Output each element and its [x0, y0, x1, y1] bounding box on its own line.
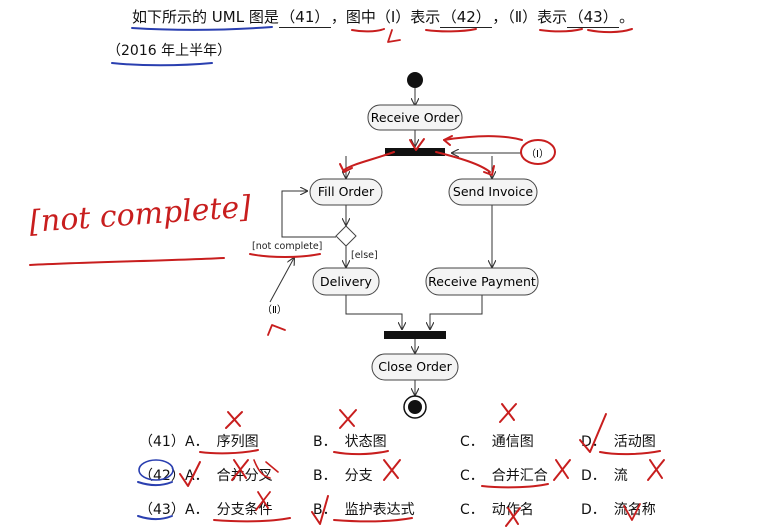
- node-fill-order-label: Fill Order: [318, 184, 375, 199]
- option-41-d[interactable]: D．活动图: [581, 434, 656, 450]
- decision-node: [335, 225, 357, 247]
- question-prefix: 如下所示的 UML 图是: [132, 8, 279, 26]
- option-43-c[interactable]: C．动作名: [460, 502, 534, 518]
- option-42-c[interactable]: C．合并汇合: [460, 468, 548, 484]
- option-number: （42）: [139, 468, 185, 484]
- node-receive-order-label: Receive Order: [371, 110, 460, 125]
- option-43-a[interactable]: A．分支条件: [185, 502, 273, 518]
- node-receive-payment: [425, 267, 539, 296]
- fork-bar: [385, 148, 445, 156]
- blank-41: （41）: [278, 8, 331, 28]
- question-end: 。: [619, 8, 635, 26]
- node-send-invoice-label: Send Invoice: [453, 184, 533, 199]
- node-fill-order: [309, 178, 383, 206]
- question-mid-2: ，（Ⅱ）表示: [492, 8, 568, 26]
- option-43-b[interactable]: B．监护表达式: [313, 502, 415, 518]
- option-41-b[interactable]: B．状态图: [313, 434, 387, 450]
- guard-not-complete: [not complete]: [252, 241, 322, 252]
- option-41-a[interactable]: A．序列图: [185, 434, 259, 450]
- callout-1: （Ⅰ）: [526, 148, 549, 160]
- question-text: 如下所示的 UML 图是（41），图中（Ⅰ）表示（42），（Ⅱ）表示（43）。: [132, 6, 634, 28]
- node-close-order-label: Close Order: [378, 359, 452, 374]
- option-42-b[interactable]: B．分支: [313, 468, 373, 484]
- option-number: （41）: [139, 434, 185, 450]
- node-receive-payment-label: Receive Payment: [428, 274, 536, 289]
- blank-43: （43）: [567, 8, 620, 28]
- node-delivery-label: Delivery: [320, 274, 372, 289]
- node-delivery: [312, 267, 380, 296]
- node-close-order: [371, 353, 459, 381]
- option-42-a[interactable]: A．合并分叉: [185, 468, 273, 484]
- join-bar: [384, 331, 446, 339]
- callout-2: （Ⅱ）: [262, 304, 287, 316]
- guard-else: [else]: [351, 250, 378, 261]
- question-mid-1: ，图中（Ⅰ）表示: [330, 8, 441, 26]
- option-number: （43）: [139, 502, 185, 518]
- node-receive-order: [367, 104, 463, 131]
- initial-node: [407, 72, 423, 88]
- option-43-d[interactable]: D．流名称: [581, 502, 656, 518]
- question-year: （2016 年上半年）: [107, 43, 232, 59]
- option-42-d[interactable]: D．流: [581, 468, 628, 484]
- blank-42: （42）: [440, 8, 493, 28]
- option-41-c[interactable]: C．通信图: [460, 434, 534, 450]
- node-send-invoice: [448, 178, 538, 206]
